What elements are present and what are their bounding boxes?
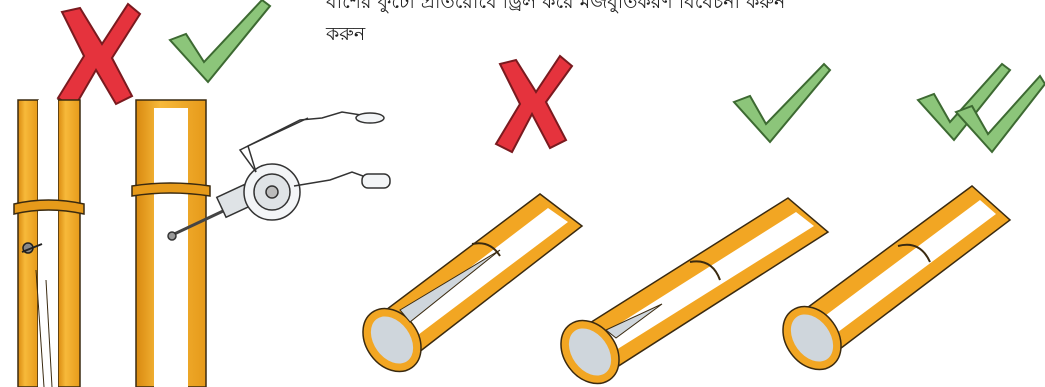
bamboo-tube-split [351, 194, 582, 383]
correct-mark-1-icon [170, 0, 270, 82]
wrong-mark-2-icon [496, 56, 572, 152]
correct-mark-2-icon [734, 64, 830, 142]
bamboo-post-nailed [14, 100, 84, 387]
wrong-mark-1-icon [58, 4, 140, 108]
bamboo-tube-one-ring [549, 198, 828, 387]
double-correct-mark-icon [918, 64, 1045, 152]
bamboo-post-drilled [132, 100, 210, 387]
